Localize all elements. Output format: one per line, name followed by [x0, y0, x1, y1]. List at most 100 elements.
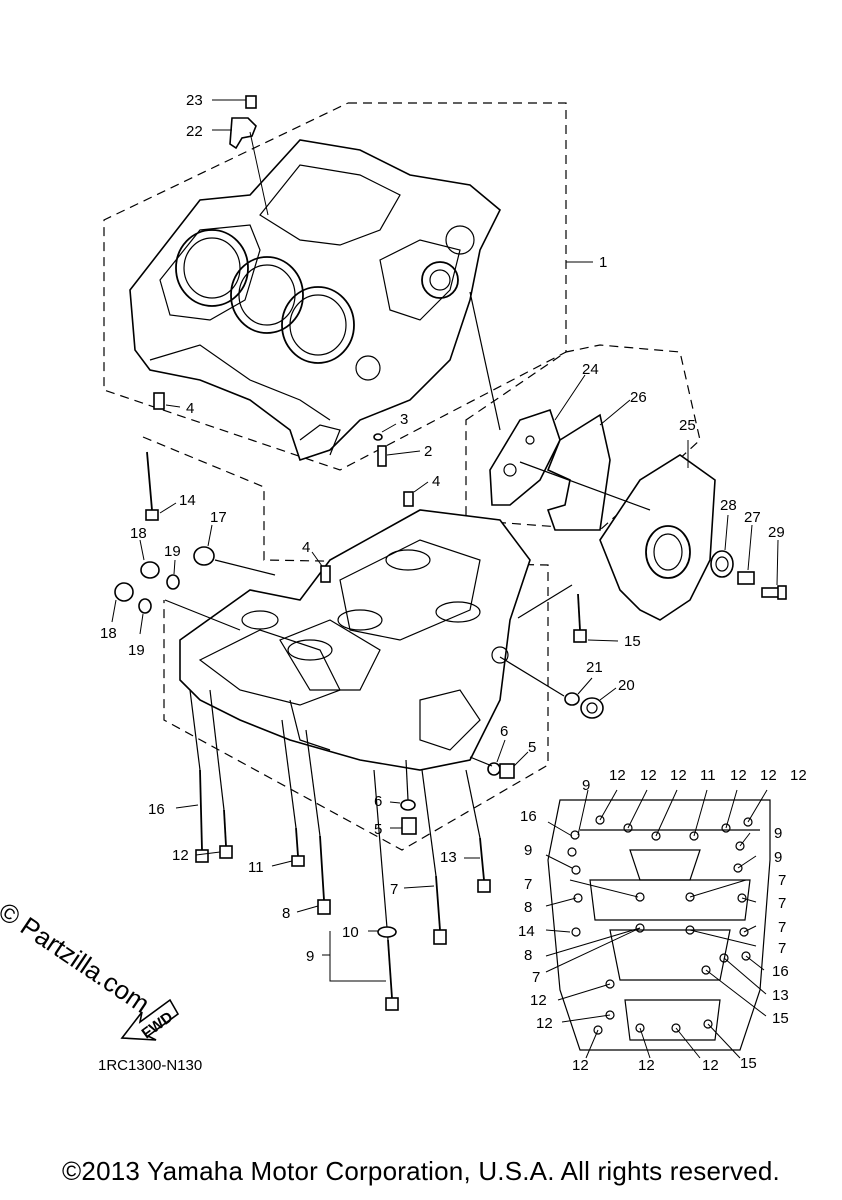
callout-21: 21 — [586, 659, 603, 676]
callout-10: 10 — [342, 924, 359, 941]
part-23-bolt — [212, 95, 257, 109]
map-bottom-12-b: 12 — [638, 1057, 655, 1074]
alignment-line-20 — [499, 656, 565, 697]
part-13-bolt — [464, 769, 491, 893]
part-17-seal — [193, 524, 215, 566]
callout-3: 3 — [400, 411, 408, 428]
upper-crankcase — [129, 139, 501, 462]
map-right-16: 16 — [772, 963, 789, 980]
diagram-code: 1RC1300-N130 — [98, 1057, 203, 1074]
part-16-bolt — [175, 689, 209, 863]
callout-1: 1 — [599, 254, 607, 271]
alignment-line-seals — [164, 599, 241, 631]
upper-case-frame — [103, 102, 567, 471]
callout-23: 23 — [186, 92, 203, 109]
map-left-12-b: 12 — [536, 1015, 553, 1032]
callout-29: 29 — [768, 524, 785, 541]
callout-20: 20 — [618, 677, 635, 694]
lower-case-frame — [142, 436, 549, 851]
map-right-7-b: 7 — [778, 895, 786, 912]
callout-6-center: 6 — [374, 793, 382, 810]
callout-15: 15 — [624, 633, 641, 650]
part-9-bolt — [373, 769, 399, 1011]
part-14-bolt — [145, 451, 177, 521]
part-15-bolt — [573, 593, 619, 643]
part-5-plug-center — [390, 817, 417, 835]
part-4-dowel-lower-a — [403, 481, 429, 507]
alignment-line-6 — [405, 759, 409, 801]
part-4-dowel-lower-b — [311, 551, 331, 583]
part-6-washer-center — [389, 799, 416, 811]
map-top-12-a: 12 — [609, 767, 626, 784]
callout-24: 24 — [582, 361, 599, 378]
callout-4-lower-b: 4 — [302, 539, 310, 556]
map-bottom-15: 15 — [740, 1055, 757, 1072]
callout-12: 12 — [172, 847, 189, 864]
callout-17: 17 — [210, 509, 227, 526]
map-left-8: 8 — [524, 899, 532, 916]
map-top-12-e: 12 — [760, 767, 777, 784]
bolt-map-callouts: 9 12 12 12 11 12 12 12 9 9 16 9 7 7 8 7 … — [518, 767, 807, 1074]
part-27-collar — [737, 524, 755, 585]
callouts: 23 22 1 4 3 2 24 26 25 28 27 29 4 4 14 1… — [100, 92, 785, 965]
part-19-oring-b — [138, 598, 152, 635]
part-22-bracket — [212, 117, 269, 216]
callout-5-center: 5 — [374, 821, 382, 838]
part-18-grommet-b — [111, 582, 134, 623]
map-left-16: 16 — [520, 808, 537, 825]
callout-28: 28 — [720, 497, 737, 514]
alignment-line-5 — [469, 756, 493, 767]
callout-16: 16 — [148, 801, 165, 818]
callout-7: 7 — [390, 881, 398, 898]
alignment-line-15 — [517, 584, 573, 619]
part-18-grommet-a — [139, 539, 160, 579]
part-2-plug — [377, 445, 421, 467]
callout-5-right: 5 — [528, 739, 536, 756]
callout-18-b: 18 — [100, 625, 117, 642]
callout-22: 22 — [186, 123, 203, 140]
part-12-bolt — [195, 689, 233, 859]
callout-9: 9 — [306, 948, 314, 965]
part-5-plug-right — [499, 751, 529, 779]
map-top-12-d: 12 — [730, 767, 747, 784]
map-top-11: 11 — [700, 767, 716, 784]
map-left-14: 14 — [518, 923, 535, 940]
map-top-9: 9 — [582, 777, 590, 794]
map-bottom-12-c: 12 — [702, 1057, 719, 1074]
map-right-7-a: 7 — [778, 872, 786, 889]
part-20-plug — [580, 687, 617, 719]
leader-9-10-bracket — [322, 931, 386, 982]
callout-2: 2 — [424, 443, 432, 460]
callout-4-lower-a: 4 — [432, 473, 440, 490]
part-3-washer — [373, 423, 397, 441]
callout-26: 26 — [630, 389, 647, 406]
map-right-15-a: 15 — [772, 1010, 789, 1027]
alignment-line-cover-2 — [469, 291, 501, 431]
alignment-line-cover — [519, 461, 651, 511]
part-10-oring — [368, 926, 397, 938]
callout-19-a: 19 — [164, 543, 181, 560]
map-left-12-a: 12 — [530, 992, 547, 1009]
part-19-oring-a — [166, 559, 180, 590]
part-28-oil-seal — [710, 514, 734, 578]
callout-6-right: 6 — [500, 723, 508, 740]
bolt-location-map — [545, 789, 771, 1059]
map-bottom-12-a: 12 — [572, 1057, 589, 1074]
callout-27: 27 — [744, 509, 761, 526]
callout-4-upper: 4 — [186, 400, 194, 417]
lower-crankcase — [179, 509, 531, 771]
callout-11: 11 — [248, 859, 264, 876]
map-right-7-c: 7 — [778, 919, 786, 936]
part-24-gasket — [489, 374, 586, 506]
map-right-13: 13 — [772, 987, 789, 1004]
part-8-bolt — [296, 729, 331, 915]
map-top-12-f: 12 — [790, 767, 807, 784]
part-7-bolt — [403, 769, 447, 945]
part-21-gasket — [564, 677, 593, 706]
part-26-cover-plate — [546, 399, 631, 531]
copyright-notice: ©2013 Yamaha Motor Corporation, U.S.A. A… — [62, 1156, 780, 1186]
callout-19-b: 19 — [128, 642, 145, 659]
map-top-12-b: 12 — [640, 767, 657, 784]
map-right-7-d: 7 — [778, 940, 786, 957]
